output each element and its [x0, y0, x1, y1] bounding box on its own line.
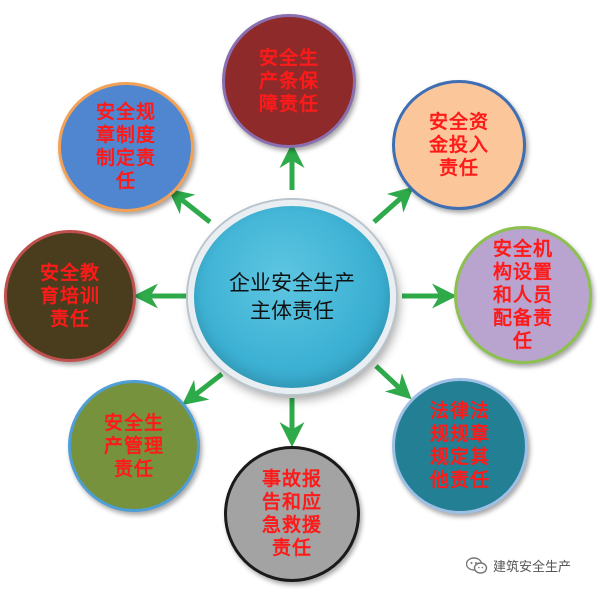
wechat-icon	[465, 556, 488, 575]
node-organization-staffing: 安全机 构设置 和人员 配备责 任	[454, 226, 592, 364]
node-label: 安全资 金投入 责任	[428, 110, 489, 179]
center-node-label: 企业安全生产 主体责任	[229, 271, 355, 323]
node-label: 安全生 产条保 障责任	[258, 46, 319, 115]
center-node-main-responsibility: 企业安全生产 主体责任	[188, 200, 396, 394]
node-label: 安全机 构设置 和人员 配备责 任	[492, 237, 553, 352]
node-label: 法律法 规规章 规定其 他责任	[429, 400, 490, 491]
arrow-to-bottom-left	[182, 372, 224, 406]
arrow-to-bottom-right	[374, 364, 412, 400]
node-laws-regulations: 法律法 规规章 规定其 他责任	[392, 378, 528, 514]
node-accident-report-rescue: 事故报 告和应 急救援 责任	[224, 446, 360, 582]
node-production-management: 安全生 产管理 责任	[68, 380, 200, 512]
node-fund-investment: 安全资 金投入 责任	[392, 80, 526, 210]
node-rules-formulation: 安全规 章制度 制定责 任	[58, 82, 194, 212]
node-label: 事故报 告和应 急救援 责任	[261, 468, 322, 559]
node-education-training: 安全教 育培训 责任	[4, 230, 136, 362]
watermark: 建筑安全生产	[465, 556, 572, 575]
node-label: 安全生 产管理 责任	[103, 411, 164, 480]
node-label: 安全教 育培训 责任	[39, 261, 100, 330]
arrow-to-top-left	[168, 188, 212, 224]
arrow-to-top-right	[372, 186, 414, 224]
node-label: 安全规 章制度 制定责 任	[95, 101, 156, 192]
watermark-text: 建筑安全生产	[493, 560, 572, 575]
node-production-guarantee: 安全生 产条保 障责任	[222, 14, 356, 148]
